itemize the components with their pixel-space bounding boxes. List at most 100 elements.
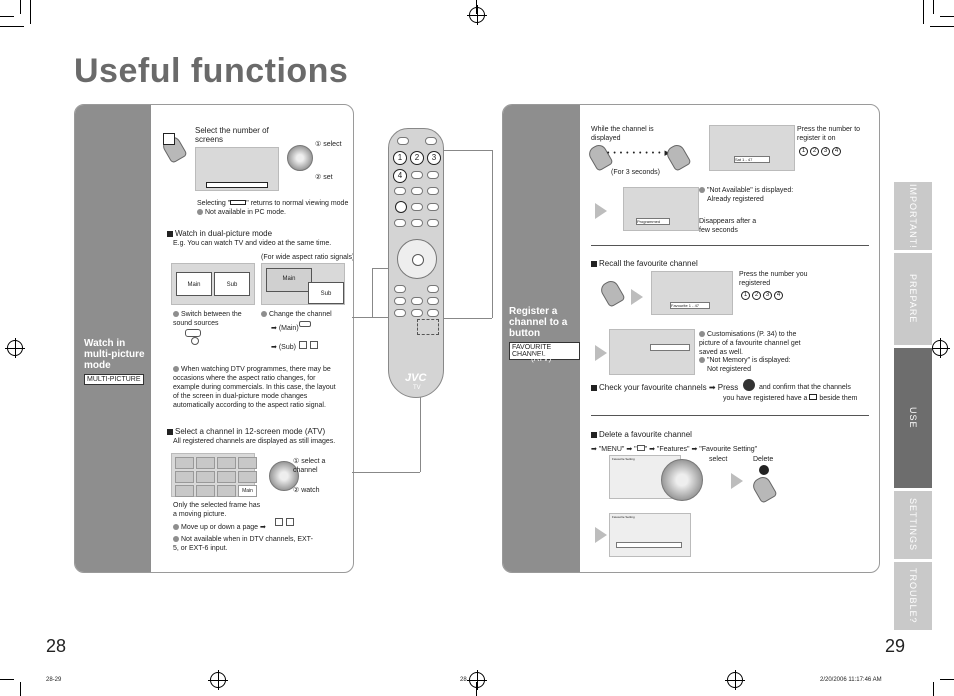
highlight-frame xyxy=(417,319,439,335)
plus-button-icon xyxy=(299,341,307,349)
selected-row xyxy=(616,542,682,548)
remote-button[interactable] xyxy=(397,137,409,145)
multi-screen-button-icon xyxy=(163,133,175,145)
registration-mark xyxy=(725,670,745,690)
remote-button[interactable] xyxy=(411,171,423,179)
remote-button[interactable] xyxy=(411,203,423,211)
not-available-pc: Not available in PC mode. xyxy=(197,208,286,217)
remote-button[interactable] xyxy=(427,285,439,293)
atv-label: (ATV) xyxy=(531,354,552,363)
remote-button[interactable] xyxy=(394,219,406,227)
remote-key-4[interactable]: 4 xyxy=(393,169,407,183)
remote-button[interactable] xyxy=(394,297,406,305)
tab-prepare[interactable]: PREPARE xyxy=(894,253,932,345)
twelve-screen-heading: Select a channel in 12-screen mode (ATV) xyxy=(167,427,325,436)
remote-button[interactable] xyxy=(411,219,423,227)
registration-mark xyxy=(208,670,228,690)
remote-button[interactable] xyxy=(394,309,406,317)
footer-timestamp: 2/20/2006 11:17:46 AM xyxy=(820,677,882,683)
connector-line xyxy=(352,472,420,473)
book-button-icon xyxy=(286,518,294,526)
ok-button[interactable] xyxy=(412,254,424,266)
registered-have: you have registered have a beside them xyxy=(723,394,858,402)
remote-button[interactable] xyxy=(394,285,406,293)
remote-control: 1 2 3 4 JVC TV xyxy=(388,128,444,398)
crop-mark xyxy=(940,16,954,17)
remote-key-3[interactable]: 3 xyxy=(427,151,441,165)
confirm-text: and confirm that the channels xyxy=(759,384,851,391)
crop-mark xyxy=(933,0,934,14)
tv-screen-illustration: Sat 1 - 47 xyxy=(709,125,795,171)
info-button[interactable] xyxy=(395,201,407,213)
sub-window: Sub xyxy=(308,282,344,304)
connector-line xyxy=(434,150,492,151)
not-available-dtv: Not available when in DTV channels, EXT-… xyxy=(173,536,313,552)
remote-button[interactable] xyxy=(427,219,439,227)
main-button-icon xyxy=(299,321,311,327)
page-number-left: 28 xyxy=(46,636,67,656)
tab-trouble[interactable]: TROUBLE? xyxy=(894,562,932,630)
channel-banner xyxy=(650,344,690,351)
tab-important[interactable]: IMPORTANT! xyxy=(894,182,932,250)
menu-path: ➡ "MENU" ➡ "" ➡ "Features" ➡ "Favourite … xyxy=(591,445,758,453)
multi-picture-tag: MULTI-PICTURE xyxy=(84,374,144,385)
tv-screen-illustration: Programmed xyxy=(623,187,699,231)
switch-sound-label: Switch between the sound sources xyxy=(173,311,242,327)
main-window: Main xyxy=(176,272,212,296)
crop-mark xyxy=(0,26,24,27)
remote-button[interactable] xyxy=(411,187,423,195)
page-number-right: 29 xyxy=(885,636,906,656)
divider xyxy=(591,415,869,416)
crop-mark xyxy=(923,0,924,24)
remote-button[interactable] xyxy=(394,187,406,195)
registration-mark xyxy=(5,338,25,358)
delete-heading: Delete a favourite channel xyxy=(591,430,692,439)
customisations-note: Customisations (P. 34) to the picture of… xyxy=(699,331,801,356)
connector-line xyxy=(444,318,492,319)
remote-button[interactable] xyxy=(427,297,439,305)
tab-use[interactable]: USE xyxy=(894,348,932,488)
page-title: Useful functions xyxy=(74,52,349,90)
panel-sidebar: Register a channel to a button FAVOURITE… xyxy=(503,105,580,572)
main-window: Main xyxy=(266,268,312,292)
remote-button[interactable] xyxy=(411,309,423,317)
remote-button[interactable] xyxy=(427,309,439,317)
remote-button[interactable] xyxy=(425,137,437,145)
remote-key-1[interactable]: 1 xyxy=(393,151,407,165)
wide-dual-screen-illustration: Main Sub xyxy=(261,263,345,305)
selecting-note: Selecting "" returns to normal viewing m… xyxy=(197,200,349,207)
registration-mark xyxy=(930,338,950,358)
arrow-icon xyxy=(595,527,607,543)
crop-mark xyxy=(0,679,14,680)
remote-dpad[interactable] xyxy=(397,239,437,279)
menu-title: Favourite Setting xyxy=(612,515,635,519)
crop-mark xyxy=(20,682,21,696)
remote-key-2[interactable]: 2 xyxy=(410,151,424,165)
remote-button[interactable] xyxy=(411,297,423,305)
twelve-screen-illustration: Main xyxy=(171,453,257,497)
section-title: Register a channel to a button xyxy=(509,306,568,339)
set-label: ② set xyxy=(315,174,333,181)
twelve-screen-desc: All registered channels are displayed as… xyxy=(173,438,336,445)
favourite-setting-menu: Favourite Setting xyxy=(609,513,691,557)
disappears-label: Disappears after a few seconds xyxy=(699,218,757,234)
sub-window: Sub xyxy=(214,272,250,296)
dtv-note: When watching DTV programmes, there may … xyxy=(173,366,336,409)
remote-button[interactable] xyxy=(427,187,439,195)
connector-line xyxy=(492,150,493,318)
hand-press-icon xyxy=(664,142,692,172)
channel-banner: Sat 1 - 47 xyxy=(734,156,770,163)
crop-mark xyxy=(0,16,14,17)
dotted-arrow: • • • • • • • • • ▶ xyxy=(607,150,671,157)
remote-button[interactable] xyxy=(427,203,439,211)
hand-press-icon xyxy=(750,474,778,504)
tab-settings[interactable]: SETTINGS xyxy=(894,491,932,559)
remote-button[interactable] xyxy=(427,171,439,179)
tv-screen-illustration xyxy=(195,147,279,191)
dpad-icon xyxy=(269,461,299,491)
panel-sidebar: Watch in multi-picture mode MULTI-PICTUR… xyxy=(75,105,151,572)
select-channel-label: ① select a channel xyxy=(293,458,326,474)
crop-mark xyxy=(20,0,21,14)
